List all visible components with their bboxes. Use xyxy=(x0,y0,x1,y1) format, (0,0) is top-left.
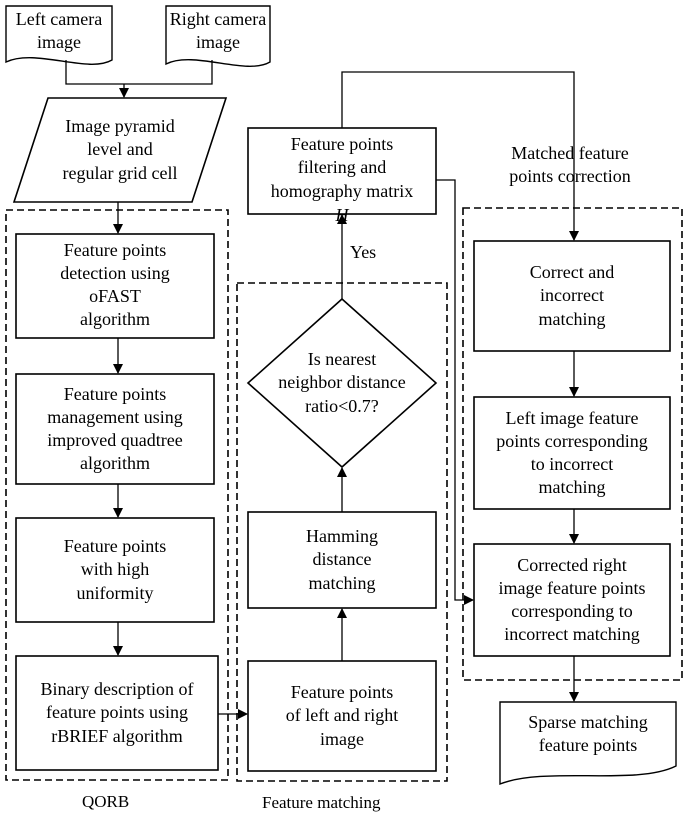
correction-group-caption: Matched feature points correction xyxy=(509,142,631,186)
decision-label: Is nearest neighbor distance ratio<0.7? xyxy=(278,349,406,416)
uniformity-label: Feature points with high uniformity xyxy=(63,536,167,603)
sparse-label: Sparse matching feature points xyxy=(528,711,648,755)
corrected-right-box xyxy=(473,543,671,657)
filtering-symbol: H xyxy=(335,205,349,226)
left-camera-label: Left camera image xyxy=(15,8,103,52)
pyramid-label: Image pyramid level and regular grid cel… xyxy=(62,116,178,183)
corrected-right-label: Corrected right image feature points cor… xyxy=(498,554,646,645)
connector-filtering-to-correct xyxy=(341,71,579,241)
ofast-label: Feature points detection using oFAST alg… xyxy=(60,239,170,330)
quadtree-label: Feature points management using improved… xyxy=(47,383,183,474)
yes-edge-label: Yes xyxy=(350,242,377,262)
right-camera-doc-shape xyxy=(165,5,271,67)
correction-group-frame xyxy=(462,207,683,681)
left-camera-connector xyxy=(65,60,124,85)
filtering-box xyxy=(247,127,437,215)
left-incorrect-label: Left image feature points corresponding … xyxy=(496,407,648,498)
rbrief-label: Binary description of feature points usi… xyxy=(40,679,194,746)
right-camera-label: Right camera image xyxy=(169,8,267,52)
lr-points-box xyxy=(247,660,437,772)
hamming-label: Hamming distance matching xyxy=(306,526,378,593)
qorb-group-frame xyxy=(5,209,229,781)
quadtree-box xyxy=(15,373,215,485)
correct-box xyxy=(473,240,671,352)
feature-matching-group-caption: Feature matching xyxy=(262,793,381,812)
left-incorrect-box xyxy=(473,396,671,510)
qorb-group-caption: QORB xyxy=(82,792,130,811)
uniformity-box xyxy=(15,517,215,623)
connector-filtering-to-corrected-right xyxy=(436,179,474,605)
lr-points-label: Feature points of left and right image xyxy=(285,682,399,749)
sparse-doc-shape xyxy=(499,701,677,786)
rbrief-box xyxy=(15,655,219,771)
filtering-label: Feature points filtering and homography … xyxy=(270,134,414,201)
correct-label: Correct and incorrect matching xyxy=(529,262,615,329)
ofast-box xyxy=(15,233,215,339)
pyramid-parallelogram xyxy=(12,97,228,203)
right-camera-connector xyxy=(124,60,213,85)
